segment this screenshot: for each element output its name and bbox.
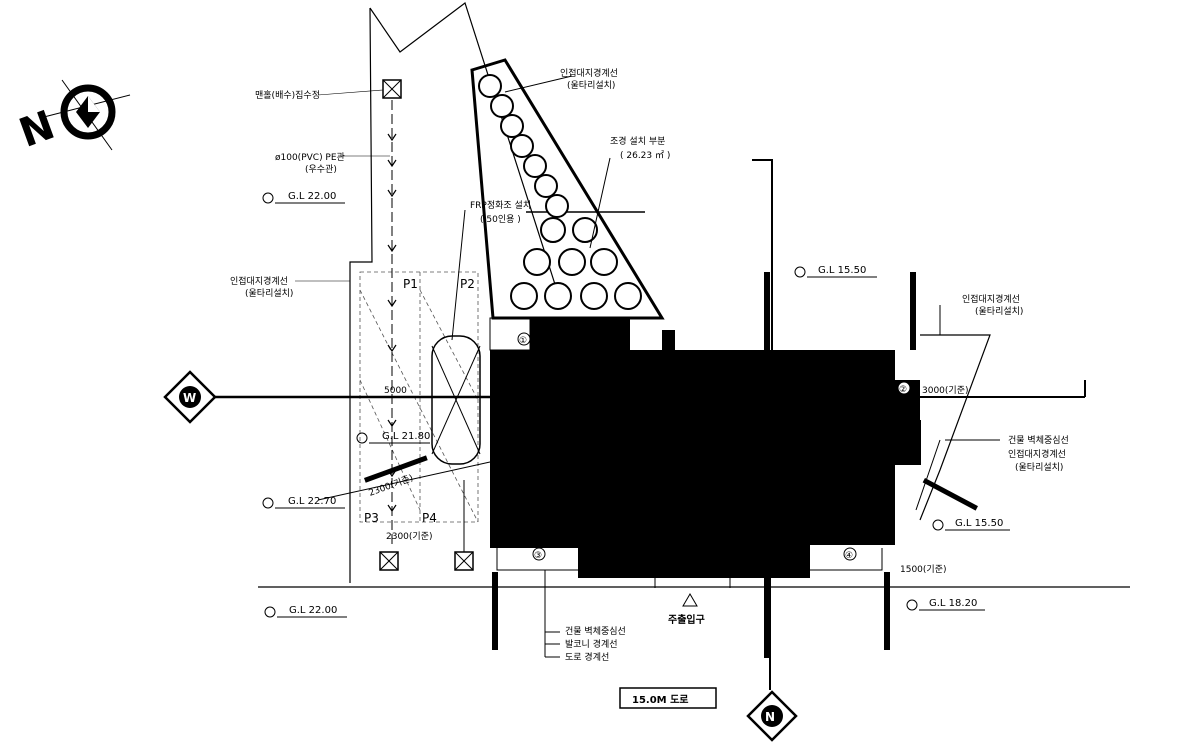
svg-text:G.L 15.50: G.L 15.50 [955,518,1003,529]
entrance-marker: 주출입구 [668,593,705,626]
parking-p2: P2 [460,277,475,291]
label-site-boundary-left-2: (울타리설치) [245,287,293,299]
grid-marker-1: ① [517,332,531,346]
manhole-right-icon [454,551,474,571]
label-landscape-1: 조경 설치 부분 [610,135,665,147]
section-marker-n: N [765,710,775,724]
landscape-area [470,58,665,320]
label-entrance: 주출입구 [668,613,705,626]
label-right-mid-1: 건물 벽체중심선 [1008,435,1069,446]
svg-text:②: ② [899,385,907,395]
parking-p4: P4 [422,511,437,525]
balcony-outline [496,548,578,571]
svg-text:G.L 15.50: G.L 15.50 [818,265,866,276]
section-line-n: N [746,578,798,742]
label-pipe-2: (우수관) [305,164,337,175]
svg-text:④: ④ [845,551,853,561]
gl-marker-left-top: G.L 22.00 [262,191,345,204]
label-tank-1: FRP정화조 설치 [470,199,531,211]
gl-marker-center: G.L 15.50 [794,265,877,278]
label-right-mid-3: (울타리설치) [1015,461,1063,473]
label-road: 15.0M 도로 [632,694,689,706]
road-label-box: 15.0M 도로 [619,687,717,709]
section-line-w: W [163,370,1086,424]
gl-marker-right-mid: G.L 15.50 [932,518,1010,531]
balcony-outline-right [810,548,883,571]
gl-marker-left-bottom: G.L 22.00 [264,605,347,618]
label-bottom-2: 발코니 경계선 [565,638,618,650]
label-landscape-2: ( 26.23 ㎡ ) [620,150,670,161]
label-bottom-3: 도로 경계선 [565,651,609,663]
north-arrow-icon: N [13,79,131,157]
svg-text:G.L 22.00: G.L 22.00 [289,605,337,616]
svg-text:①: ① [519,336,527,346]
label-top-boundary-2: (울타리설치) [567,79,615,91]
dim-bottom-left: 2300(기준) [386,531,433,542]
grid-marker-4: ④ [843,547,857,561]
label-right-boundary-1: 인접대지경계선 [962,293,1020,305]
label-bottom-1: 건물 벽체중심선 [565,626,626,637]
grid-marker-3: ③ [532,547,546,561]
column-top [752,159,773,350]
dim-1500: 1500(기준) [900,564,947,575]
parking-p3: P3 [364,511,379,525]
label-site-boundary-left-1: 인접대지경계선 [230,275,288,287]
manhole-left-icon [379,551,399,571]
label-right-boundary-2: (울타리설치) [975,305,1023,317]
parking-p1: P1 [403,277,418,291]
gl-marker-left-mid: G.L 21.80 [356,431,430,444]
label-pipe-1: ø100(PVC) PE관 [275,152,345,163]
label-right-mid-2: 인접대지경계선 [1008,448,1066,460]
gl-marker-right-bottom: G.L 18.20 [906,598,985,611]
building-mass [489,317,921,578]
dim-5000: 5000 [384,386,407,396]
label-tank-2: ( 50인용 ) [480,214,521,225]
svg-text:G.L 21.80: G.L 21.80 [382,431,430,442]
svg-text:G.L 18.20: G.L 18.20 [929,598,977,609]
gl-marker-left-low: G.L 22.70 [262,496,345,509]
site-boundary-left-vertical [349,7,373,583]
section-marker-w: W [183,391,196,405]
label-drain-tank: 맨홀(배수)집수정 [255,89,320,101]
grid-marker-2: ② [897,381,911,395]
septic-tank-icon [431,335,481,465]
svg-text:G.L 22.00: G.L 22.00 [288,191,336,202]
dimension-bars [363,272,978,658]
site-boundary-right [919,334,991,521]
svg-text:③: ③ [534,551,542,561]
dim-3000: 3000(기준) [922,385,969,396]
north-label: N [13,102,60,157]
label-top-boundary-1: 인접대지경계선 [560,67,618,79]
svg-text:G.L 22.70: G.L 22.70 [288,496,336,507]
